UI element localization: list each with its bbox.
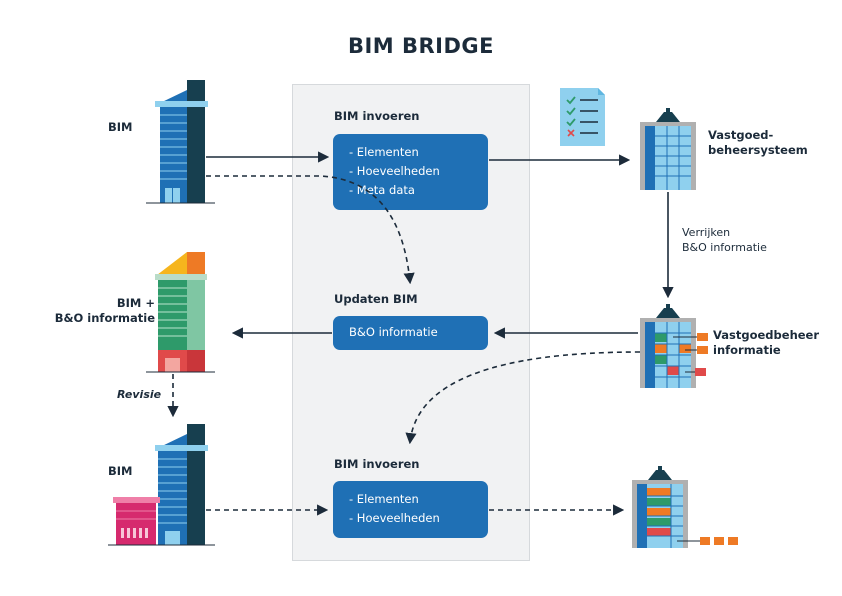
checklist-document-icon xyxy=(560,88,605,146)
building-bim-revisie-icon xyxy=(108,424,215,546)
label-bim-bottom: BIM xyxy=(108,464,133,478)
list-item: - Elementen xyxy=(349,492,419,506)
list-item: - Hoeveelheden xyxy=(349,164,440,178)
bim-invoeren-box-2: - Elementen - Hoeveelheden xyxy=(333,481,488,538)
list-item: - Elementen xyxy=(349,145,419,159)
vastgoedbeheer-info-building-icon xyxy=(640,304,708,388)
label-bim-plus: BIM + xyxy=(116,296,155,310)
label-verrijken-bo: B&O informatie xyxy=(682,241,767,254)
label-revisie: Revisie xyxy=(117,388,162,401)
label-informatie: informatie xyxy=(713,343,781,357)
page-title: BIM BRIDGE xyxy=(347,34,495,58)
building-bim-bo-icon xyxy=(146,252,215,373)
vastgoed-building-icon xyxy=(640,108,696,190)
section-title-updaten-bim: Updaten BIM xyxy=(334,292,418,306)
section-title-bim-invoeren-2: BIM invoeren xyxy=(334,457,420,471)
label-vastgoedbeheer: Vastgoedbeheer xyxy=(713,328,820,342)
list-item: - Meta data xyxy=(349,183,415,197)
building-bim-icon xyxy=(146,80,215,204)
label-beheersysteem: beheersysteem xyxy=(708,143,808,157)
label-vastgoed: Vastgoed- xyxy=(708,128,774,142)
label-bim-top: BIM xyxy=(108,120,133,134)
flow-arrows xyxy=(167,151,674,516)
label-bo-informatie: B&O informatie xyxy=(54,311,155,325)
revised-building-icon xyxy=(632,466,738,548)
bo-informatie-box: B&O informatie xyxy=(333,316,488,350)
label-verrijken: Verrijken xyxy=(682,226,731,239)
section-title-bim-invoeren: BIM invoeren xyxy=(334,109,420,123)
bim-invoeren-box: - Elementen - Hoeveelheden - Meta data xyxy=(333,134,488,210)
list-item: - Hoeveelheden xyxy=(349,511,440,525)
